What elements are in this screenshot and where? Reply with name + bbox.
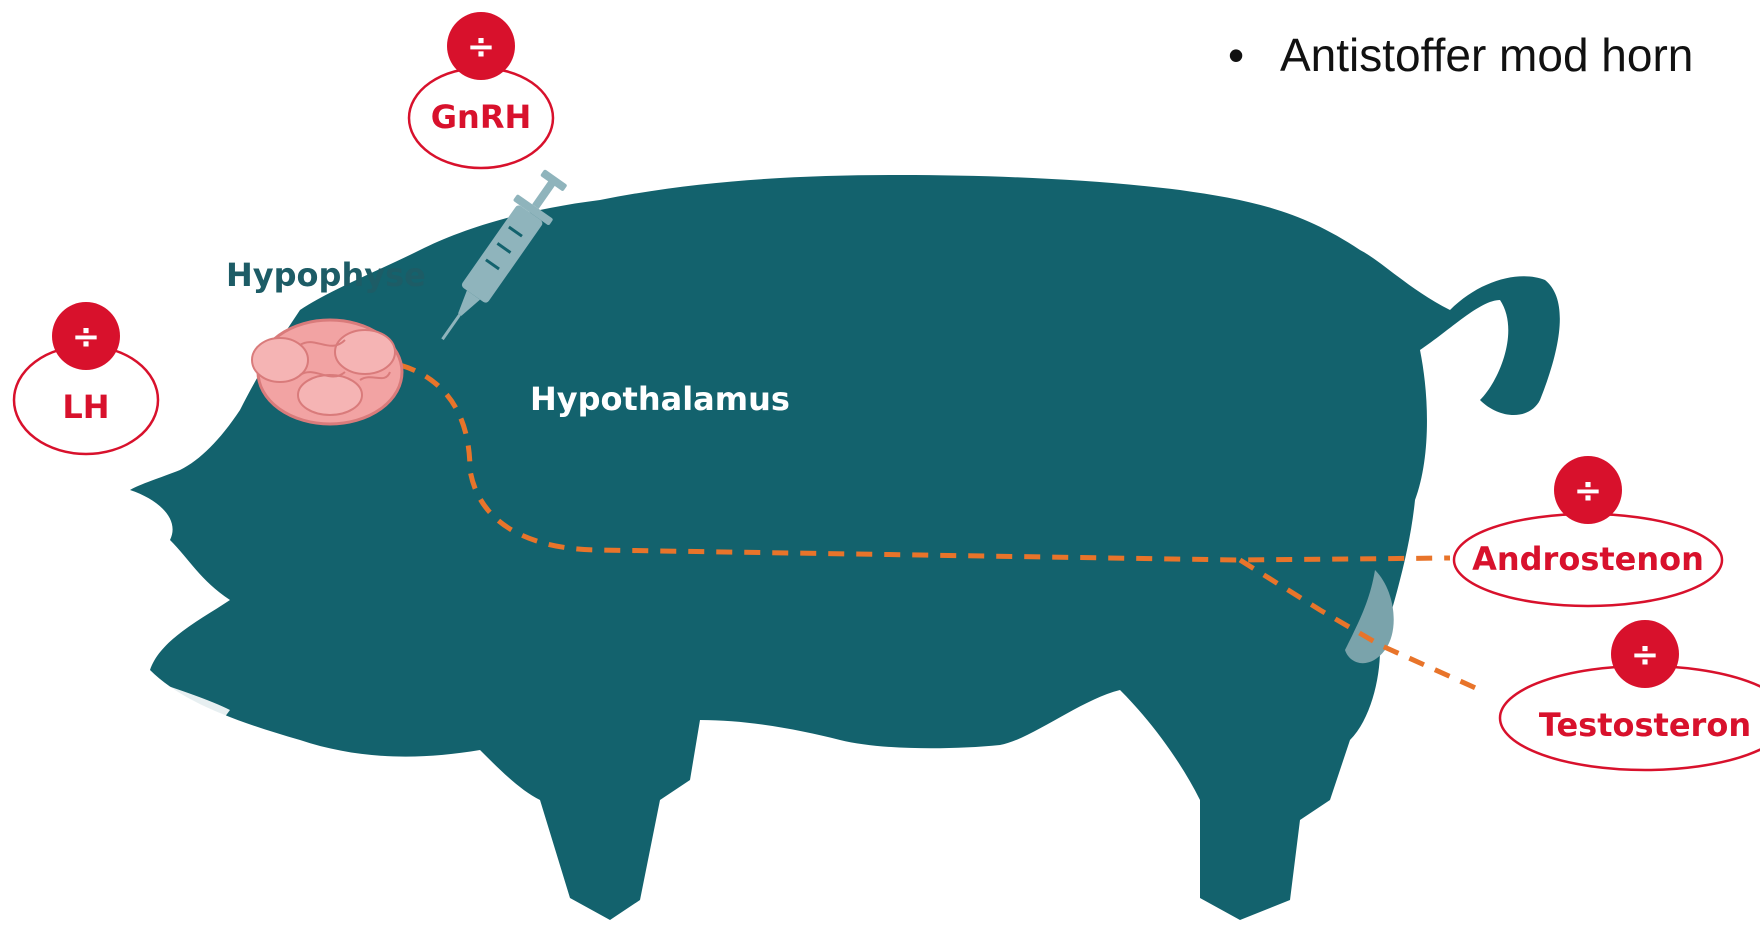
hormone-badge-lh: ÷ LH: [14, 302, 158, 454]
hormone-badge-androstenon: ÷ Androstenon: [1454, 456, 1722, 606]
hypothalamus-label: Hypothalamus: [530, 380, 790, 418]
hormone-badge-gnrh: ÷ GnRH: [409, 12, 553, 168]
bullet-text-line: •Antistoffer mod horn: [1228, 28, 1760, 82]
minus-icon: ÷: [1631, 635, 1660, 675]
minus-icon: ÷: [467, 27, 496, 67]
minus-icon: ÷: [72, 317, 101, 357]
bullet-marker: •: [1228, 28, 1280, 82]
hormone-name-gnrh: GnRH: [431, 98, 531, 136]
hormone-name-androstenon: Androstenon: [1472, 540, 1704, 578]
hypophyse-label: Hypophyse: [226, 256, 426, 294]
bullet-text: Antistoffer mod horn: [1280, 29, 1693, 81]
hormone-name-lh: LH: [62, 388, 109, 426]
hormone-name-testosteron: Testosteron: [1539, 706, 1751, 744]
minus-icon: ÷: [1574, 471, 1603, 511]
hormone-badge-testosteron: ÷ Testosteron: [1500, 620, 1760, 770]
